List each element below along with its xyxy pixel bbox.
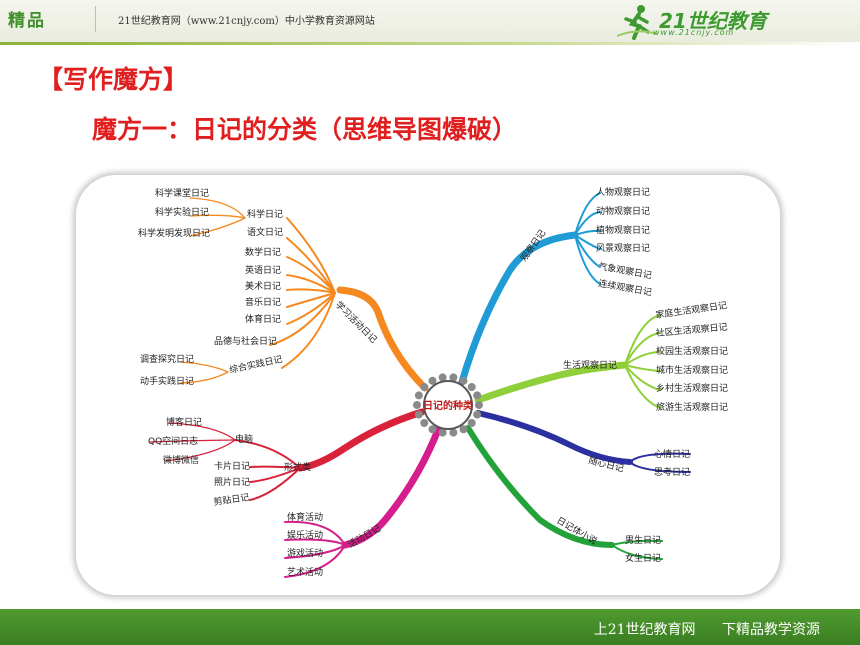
- study-subject-7: 品德与社会日记: [214, 335, 277, 347]
- footer-text-2: 下精品教学资源: [722, 622, 820, 638]
- center-ring-dot: [438, 373, 447, 382]
- center-ring-dot: [413, 401, 421, 409]
- life-4: 城市生活观察日记: [656, 364, 728, 376]
- study-subject-6: 体育日记: [245, 313, 281, 325]
- center-ring-dot: [420, 383, 429, 392]
- branch-form: [149, 408, 426, 501]
- form-computer-1: 博客日记: [166, 416, 202, 428]
- study-subject-3: 英语日记: [245, 264, 281, 276]
- center-ring-dot: [475, 401, 483, 409]
- center-ring-dot: [467, 383, 476, 392]
- footer-text-1: 上21世纪教育网: [593, 622, 696, 638]
- center-label: 日记的种类: [423, 399, 473, 412]
- center-ring-dot: [459, 425, 468, 434]
- form-computer: 电脑: [235, 433, 253, 445]
- activity-4: 艺术活动: [287, 566, 323, 578]
- center-ring-dot: [449, 373, 458, 382]
- center-ring-dot: [473, 410, 482, 419]
- runner-icon: [617, 5, 657, 40]
- branch-life: [474, 314, 661, 409]
- center-ring-dot: [414, 410, 423, 419]
- center-ring-dot: [467, 418, 476, 427]
- observe-5: 气象观察日记: [597, 260, 652, 281]
- activity-3: 游戏活动: [287, 547, 323, 559]
- logo-url: www.21cnjy.com: [653, 28, 735, 37]
- logo-name: 21世纪教育: [659, 9, 767, 33]
- study-practice: 综合实践日记: [228, 353, 283, 376]
- observe-1: 人物观察日记: [596, 186, 650, 198]
- page-subtitle: 魔方一：日记的分类（思维导图爆破）: [92, 115, 518, 144]
- branch-heart: [475, 410, 691, 473]
- heart-1: 心情日记: [654, 448, 690, 460]
- study-practice-2: 动手实践日记: [140, 375, 194, 387]
- life-6: 旅游生活观察日记: [656, 401, 728, 413]
- study-practice-1: 调查探究日记: [140, 353, 194, 365]
- life-2: 社区生活观察日记: [655, 321, 728, 339]
- center-ring-dot: [414, 391, 423, 400]
- branch-study: [179, 197, 429, 392]
- activity-1: 体育活动: [287, 511, 323, 523]
- center-ring-dot: [420, 418, 429, 427]
- study-subject-1: 语文日记: [247, 226, 283, 238]
- study-science-1: 科学课堂日记: [155, 187, 209, 199]
- study-science-3: 科学发明发现日记: [138, 227, 210, 239]
- header-bar: [0, 0, 860, 42]
- study-subject-2: 数学日记: [245, 246, 281, 258]
- form-other-3: 剪贴日记: [213, 491, 250, 508]
- observe-3: 植物观察日记: [596, 224, 650, 236]
- life-5: 乡村生活观察日记: [656, 382, 728, 394]
- branch-life-label: 生活观察日记: [563, 359, 617, 371]
- life-1: 家庭生活观察日记: [655, 299, 728, 321]
- study-subject-4: 美术日记: [245, 280, 281, 292]
- branch-form-label: 形式类: [284, 461, 311, 473]
- heart-2: 思考日记: [654, 467, 690, 478]
- study-subject-5: 音乐日记: [245, 296, 281, 308]
- study-science-2: 科学实验日记: [155, 206, 209, 218]
- mindmap-frame: [76, 175, 780, 595]
- center-ring-dot: [473, 391, 482, 400]
- center-ring-dot: [449, 428, 458, 437]
- activity-2: 娱乐活动: [287, 529, 323, 541]
- novel-2: 女生日记: [625, 552, 661, 564]
- header-divider: [0, 42, 860, 45]
- form-other-2: 照片日记: [214, 476, 250, 488]
- brand-separator: [95, 6, 96, 32]
- form-computer-3: 微博微信: [163, 454, 199, 466]
- center-ring-dot: [459, 376, 468, 385]
- footer-text: 上21世纪教育网 下精品教学资源: [572, 619, 820, 639]
- branch-activity: [284, 426, 442, 578]
- brand-label: 精品: [8, 11, 46, 31]
- site-description: 21世纪教育网（www.21cnjy.com）中小学教育资源网站: [118, 16, 375, 27]
- center-node: 日记的种类: [413, 373, 483, 437]
- form-computer-2: QQ空间日志: [148, 435, 198, 447]
- observe-6: 连续观察日记: [597, 277, 652, 298]
- footer-bar: [0, 609, 860, 645]
- center-ring-dot: [428, 425, 437, 434]
- life-3: 校园生活观察日记: [656, 345, 728, 357]
- branch-activity-label: 活动日记: [346, 522, 383, 550]
- novel-1: 男生日记: [625, 534, 661, 546]
- observe-2: 动物观察日记: [596, 205, 650, 217]
- observe-4: 风景观察日记: [596, 242, 650, 254]
- center-ring-dot: [438, 428, 447, 437]
- center-ring-dot: [428, 376, 437, 385]
- site-logo[interactable]: 21世纪教育 www.21cnjy.com: [615, 2, 795, 42]
- form-other-1: 卡片日记: [214, 460, 250, 472]
- study-science: 科学日记: [247, 208, 283, 220]
- branch-novel: [465, 425, 663, 560]
- branch-observe: [458, 192, 601, 386]
- section-title: 【写作魔方】: [38, 65, 189, 94]
